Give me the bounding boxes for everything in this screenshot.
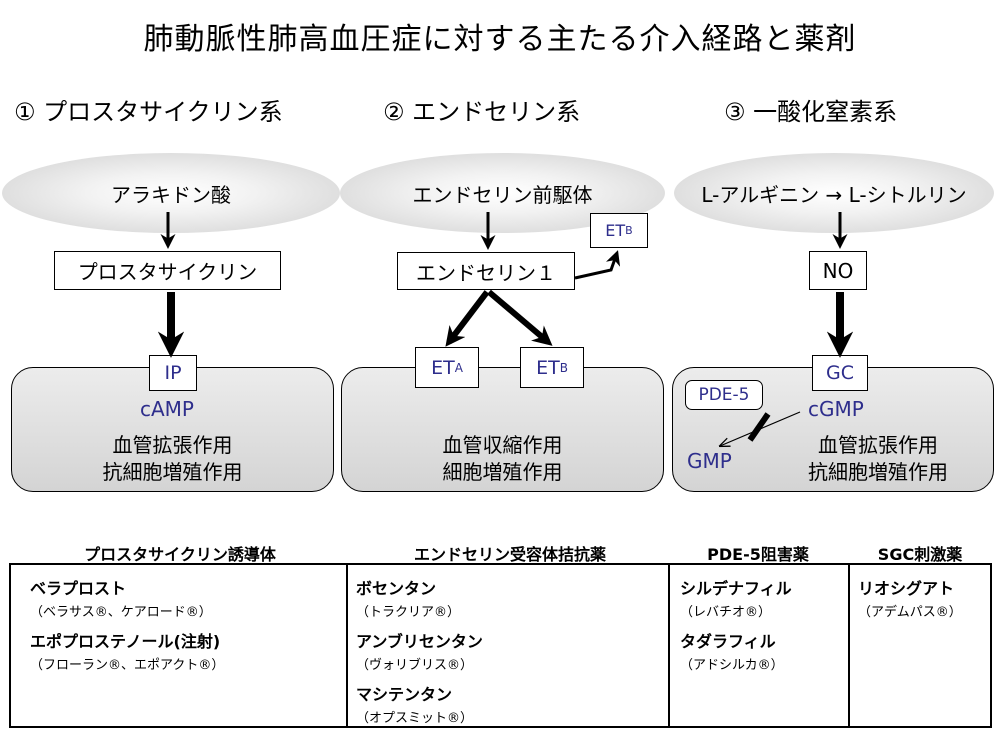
- diagram-title: 肺動脈性肺高血圧症に対する主たる介入経路と薬剤: [143, 22, 857, 57]
- arrow-et1-to-etb: [487, 289, 553, 346]
- drug-item: エポプロステノール(注射) （フローラン®、エポアクト®）: [30, 632, 225, 673]
- table-divider-3: [848, 563, 850, 728]
- drug-item: リオシグアト （アデムパス®）: [858, 579, 962, 620]
- effect-prostacyclin: 血管拡張作用抗細胞増殖作用: [102, 433, 243, 484]
- table-header-endothelin: エンドセリン受容体拮抗薬: [413, 545, 606, 564]
- pathway-heading-prostacyclin: ① プロスタサイクリン系: [14, 98, 283, 126]
- effect-endothelin: 血管収縮作用細胞増殖作用: [442, 433, 563, 484]
- drug-item: シルデナフィル （レバチオ®）: [680, 579, 792, 620]
- pde5-inhibition-bar: [747, 412, 771, 442]
- enzyme-pde5: PDE-5: [685, 380, 763, 410]
- precursor-arachidonic-acid: アラキドン酸: [2, 153, 340, 233]
- precursor-l-arginine: L-アルギニン → L-シトルリン: [674, 153, 994, 233]
- product-gmp: GMP: [687, 449, 732, 473]
- arrow-et1-to-eta: [445, 290, 490, 347]
- table-header-sgc: SGC刺激薬: [877, 545, 963, 564]
- table-header-pde5: PDE-5阻害薬: [707, 545, 809, 564]
- cell-endothelin: [341, 367, 664, 492]
- table-divider-1: [346, 563, 348, 728]
- table-header-prostacyclin: プロスタサイクリン誘導体: [84, 545, 276, 564]
- drug-item: アンブリセンタン （ヴォリブリス®）: [356, 632, 483, 673]
- table-divider-2: [668, 563, 670, 728]
- effect-no: 血管拡張作用抗細胞増殖作用: [808, 433, 948, 484]
- receptor-gc: GC: [812, 355, 868, 391]
- second-messenger-camp: cAMP: [140, 397, 194, 421]
- drug-item: ベラプロスト （ベラサス®、ケアロード®）: [30, 579, 212, 620]
- pathway-heading-endothelin: ② エンドセリン系: [383, 98, 581, 126]
- pathway-heading-no: ③ 一酸化窒素系: [724, 98, 898, 126]
- drug-item: ボセンタン （トラクリア®）: [356, 579, 461, 620]
- arrow-et1-to-etb-clearance: [574, 250, 621, 280]
- mediator-no: NO: [809, 251, 867, 290]
- second-messenger-cgmp: cGMP: [808, 397, 864, 421]
- drug-item: マシテンタン （オプスミット®）: [356, 685, 474, 726]
- mediator-prostacyclin: プロスタサイクリン: [54, 251, 281, 290]
- mediator-endothelin-1: エンドセリン１: [397, 252, 575, 290]
- drug-item: タダラフィル （アドシルカ®）: [680, 632, 784, 673]
- drug-table: [9, 563, 992, 728]
